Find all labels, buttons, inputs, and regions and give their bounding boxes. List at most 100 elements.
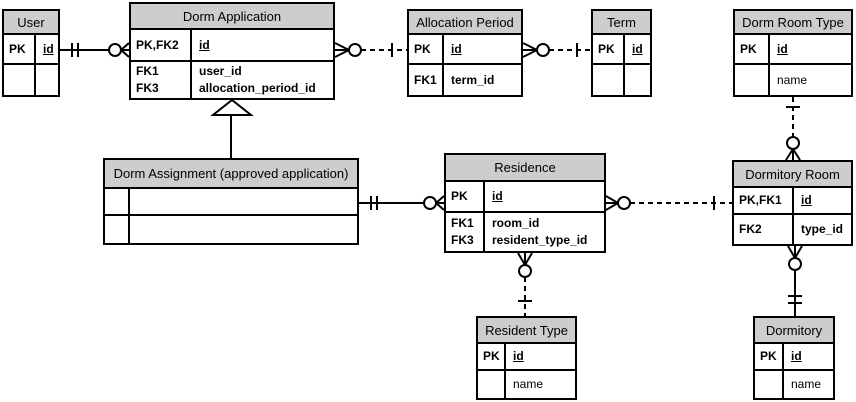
fk-label: FK3 (136, 81, 159, 95)
entity-title-text: Dorm Assignment (approved application) (113, 166, 349, 181)
fk-attr: room_id (492, 216, 540, 230)
entity-title-text: Allocation Period (416, 14, 514, 30)
entity-allocation-period[interactable]: Allocation Period PK id FK1 term_id (407, 9, 523, 97)
entity-user[interactable]: User PK id (2, 9, 60, 97)
pk-attr-cell: id (485, 182, 604, 211)
crow-foot (522, 49, 538, 58)
connector-user-dorm-application[interactable] (60, 42, 130, 58)
zero-circle (108, 43, 122, 57)
connector-allocation-period-term[interactable] (522, 42, 591, 58)
connector-dorm-room-type-dormitory-room[interactable] (785, 97, 801, 161)
pk-key-cell: PK (4, 35, 36, 63)
pk-attr-cell: id (784, 344, 833, 369)
fk-attr: resident_type_id (492, 233, 588, 247)
pk-key-cell: PK (735, 35, 770, 63)
entity-dormitory[interactable]: Dormitory PK id name (753, 316, 835, 400)
crow-foot (792, 148, 801, 161)
connector-subtype-dorm-assignment[interactable] (210, 98, 254, 159)
fk-label: FK1 (414, 72, 437, 87)
entity-resident-type[interactable]: Resident Type PK id name (476, 316, 577, 400)
crow-foot (120, 42, 130, 51)
fk-label: FK3 (451, 233, 474, 247)
crow-foot (435, 195, 445, 204)
entity-title: Term (593, 11, 650, 35)
entity-title: Dorm Assignment (approved application) (105, 160, 357, 189)
crow-foot (517, 252, 526, 266)
fk-attr: term_id (451, 72, 495, 87)
crow-foot (524, 252, 533, 266)
crow-foot (120, 49, 130, 58)
pk-key-cell: PK (593, 35, 625, 63)
entity-title-text: Resident Type (485, 322, 568, 338)
entity-title: Residence (446, 155, 604, 182)
zero-circle (788, 257, 802, 271)
attr: name (513, 377, 544, 391)
attr-cell: name (784, 371, 833, 398)
pk-attr-cell: id (506, 344, 575, 369)
attr-cell: type_id (794, 215, 851, 244)
pk-attr-cell: id (36, 35, 58, 63)
attr-cell: term_id (444, 65, 521, 95)
pk-attr: id (513, 349, 524, 363)
attr-key-cell (593, 65, 625, 95)
pk-key-cell: PK,FK2 (131, 30, 192, 60)
pk-key-cell: PK (446, 182, 485, 211)
pk-label: PK,FK2 (136, 37, 179, 52)
attr-key-cell: FK1 FK3 (446, 213, 485, 251)
attr-cell: room_id resident_type_id (485, 213, 604, 251)
attr-cell (625, 65, 650, 95)
fk-label: FK1 (451, 216, 474, 230)
attr: name (777, 72, 808, 87)
pk-label: PK (760, 349, 777, 363)
entity-title-text: Residence (494, 160, 556, 175)
pk-attr-cell: id (192, 30, 333, 60)
entity-residence[interactable]: Residence PK id FK1 FK3 room_id resident… (444, 153, 606, 253)
zero-circle (536, 43, 550, 57)
entity-dormitory-room[interactable]: Dormitory Room PK,FK1 id FK2 type_id (732, 160, 853, 246)
fk-attr: type_id (801, 222, 844, 236)
pk-label: PK,FK1 (739, 193, 782, 207)
connector-dormitory-room-dormitory[interactable] (787, 245, 803, 316)
attr-key-cell: FK2 (734, 215, 794, 244)
entity-title: Allocation Period (409, 11, 521, 35)
connector-residence-resident-type[interactable] (517, 252, 533, 316)
entity-title-text: Dorm Application (182, 8, 282, 24)
pk-attr: id (43, 41, 54, 56)
crow-foot (605, 195, 619, 204)
pk-label: PK (451, 189, 468, 203)
entity-title-text: Dormitory Room (745, 166, 840, 182)
attr-cell (130, 216, 357, 243)
pk-attr-cell: id (770, 35, 851, 63)
entity-dorm-assignment[interactable]: Dorm Assignment (approved application) (103, 158, 359, 245)
entity-title: User (4, 11, 58, 35)
pk-attr: id (791, 349, 802, 363)
crow-foot (787, 245, 796, 259)
pk-label: PK (483, 349, 500, 363)
crow-foot (794, 245, 803, 259)
attr-cell (130, 189, 357, 214)
crow-foot (522, 42, 538, 51)
connector-dorm-assignment-residence[interactable] (359, 195, 445, 211)
crow-foot (435, 202, 445, 211)
entity-term[interactable]: Term PK id (591, 9, 652, 97)
zero-circle (518, 264, 532, 278)
entity-title-text: Term (607, 14, 636, 30)
pk-key-cell: PK (409, 35, 444, 63)
zero-circle (786, 136, 800, 150)
attr-cell (36, 65, 58, 95)
crow-foot (334, 49, 350, 58)
zero-circle (617, 196, 631, 210)
fk-label: FK1 (136, 64, 159, 78)
pk-attr: id (492, 189, 503, 203)
pk-label: PK (598, 41, 615, 56)
zero-circle (348, 43, 362, 57)
attr: name (791, 377, 822, 391)
connector-dorm-application-allocation-period[interactable] (334, 42, 407, 58)
attr-key-cell (4, 65, 36, 95)
entity-dorm-application[interactable]: Dorm Application PK,FK2 id FK1 FK3 user_… (129, 2, 335, 100)
connector-residence-dormitory-room[interactable] (605, 195, 732, 211)
attr-key-cell (105, 189, 130, 214)
entity-dorm-room-type[interactable]: Dorm Room Type PK id name (733, 9, 853, 97)
pk-key-cell: PK,FK1 (734, 188, 794, 213)
